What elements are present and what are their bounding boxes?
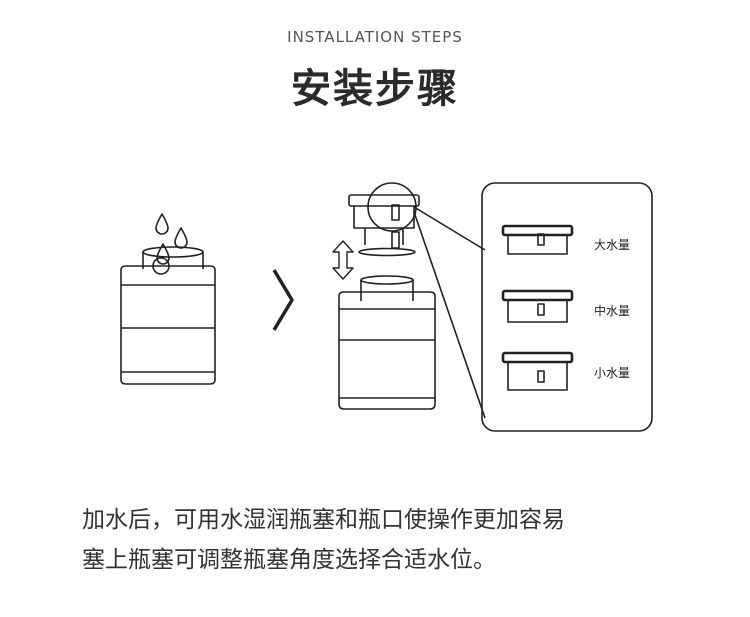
instruction-line-1: 加水后，可用水湿润瓶塞和瓶口使操作更加容易 [82,507,565,533]
bottle-receiving-stopper [338,247,436,410]
bottle-stopper [348,182,486,419]
subtitle: INSTALLATION STEPS [287,28,463,46]
stopper-small-level [501,351,574,391]
level-label-small: 小水量 [594,366,631,380]
level-label-large: 大水量 [594,238,631,252]
level-label-medium: 中水量 [594,304,631,318]
bottle-with-water [120,246,216,385]
instruction-text: 加水后，可用水湿润瓶塞和瓶口使操作更加容易 塞上瓶塞可调整瓶塞角度选择合适水位。 [82,500,682,580]
instruction-line-2: 塞上瓶塞可调整瓶塞角度选择合适水位。 [82,547,496,573]
water-level-panel [481,182,653,432]
up-down-arrow-icon [332,240,354,280]
water-drop-icon [155,213,188,265]
next-arrow-icon [272,269,294,331]
stopper-medium-level [501,289,574,323]
stopper-large-level [501,224,574,255]
page-title: 安装步骤 [291,66,459,112]
